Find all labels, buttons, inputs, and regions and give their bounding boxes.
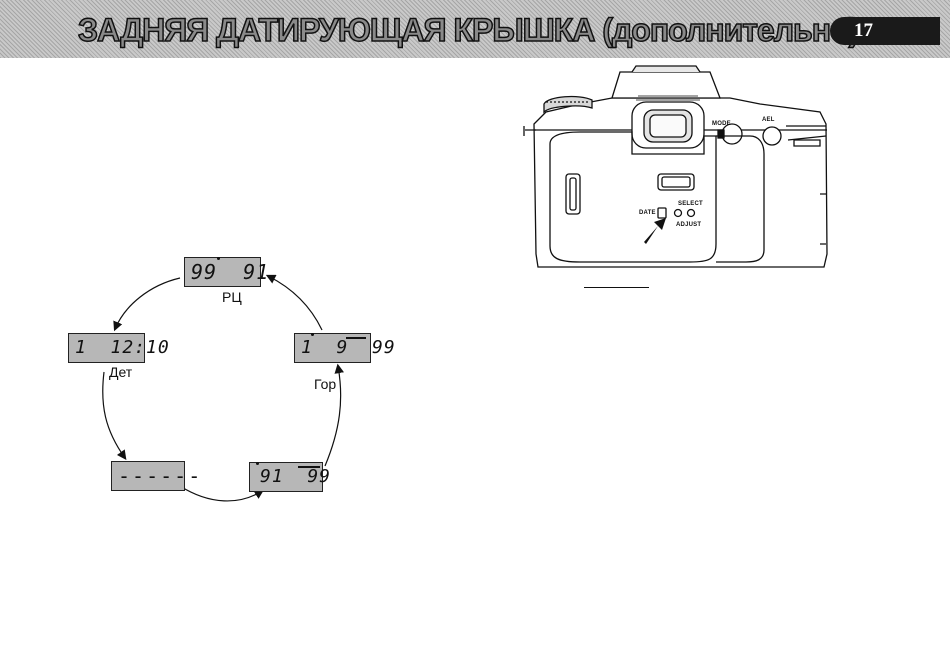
ael-button (762, 126, 782, 146)
lcd-right: 1 9 99 (294, 333, 395, 363)
label-right: Гор (314, 376, 337, 392)
prism-housing (611, 71, 721, 99)
label-left: Дет (109, 364, 133, 380)
adjust-button (686, 208, 696, 218)
select-button (673, 208, 683, 218)
page-number-badge: 17 (830, 17, 940, 45)
grip (716, 135, 765, 263)
arrow-right-to-top (265, 274, 323, 331)
lcd-bar (346, 337, 366, 339)
pointer-arrow (644, 218, 666, 244)
date-button (657, 207, 667, 219)
lcd-right-text: 1 9 99 (301, 337, 396, 358)
label-select: SELECT (678, 201, 703, 207)
label-top: РЦ (222, 289, 242, 305)
mode-button (721, 123, 743, 145)
arrow-left-to-bottom (102, 371, 127, 460)
lcd-bottom-left-text: ------ (118, 464, 203, 488)
caption-underline (584, 287, 649, 288)
lcd-bottom-left: ------ (111, 461, 200, 491)
date-lcd-window (657, 173, 695, 191)
back-door (549, 131, 717, 263)
arrow-bottomright-to-right (324, 363, 344, 467)
lcd-bottom-right-text: 91 99 (260, 466, 332, 487)
lcd-top-text: 99 91 (191, 260, 270, 284)
film-window (565, 173, 581, 215)
lcd-blink-mark (256, 462, 259, 465)
label-date: DATE (639, 210, 656, 216)
lcd-blink-mark (217, 257, 220, 260)
mode-dial (543, 95, 593, 114)
lcd-bar (298, 466, 320, 468)
label-ael: AEL (762, 117, 775, 123)
lcd-left: 1 12:10 (68, 333, 169, 363)
label-adjust: ADJUST (676, 222, 702, 228)
arrow-bottom-to-right (179, 485, 265, 502)
lcd-top: 99 91 (184, 257, 268, 287)
lcd-bottom-right: 91 99 (249, 462, 330, 492)
page-number: 17 (854, 20, 873, 41)
lcd-left-text: 1 12:10 (75, 337, 170, 358)
lcd-blink-mark (311, 333, 314, 336)
label-mode: MODE (712, 121, 731, 127)
arrow-top-to-left (113, 277, 181, 332)
header-band: ЗАДНЯЯ ДАТИРУЮЩАЯ КРЫШКА (дополнительно)… (0, 0, 950, 58)
camera-back-illustration (523, 65, 828, 268)
page-title: ЗАДНЯЯ ДАТИРУЮЩАЯ КРЫШКА (дополнительно) (77, 11, 860, 49)
